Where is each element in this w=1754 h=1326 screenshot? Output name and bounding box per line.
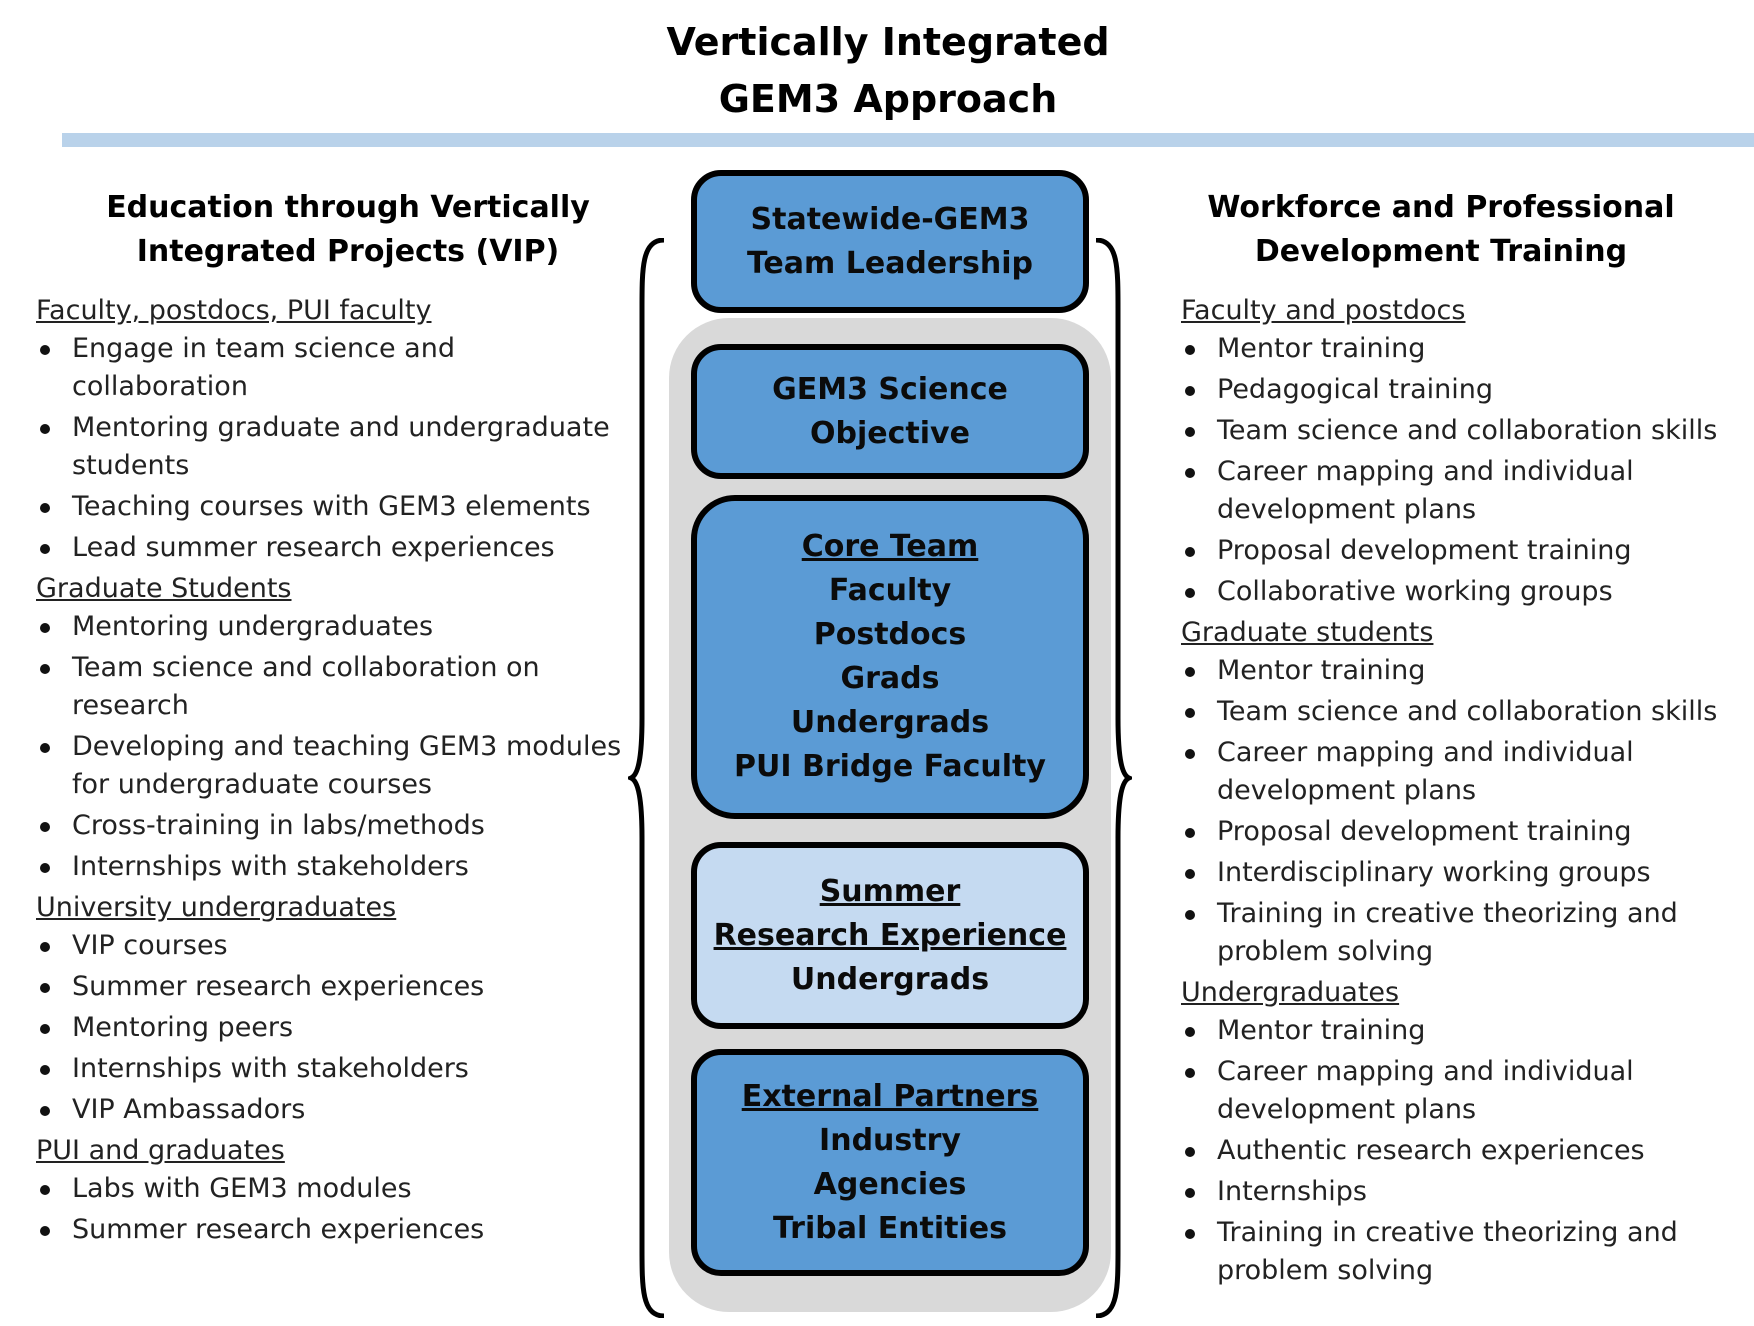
bullet-item: Mentoring undergraduates xyxy=(36,608,636,646)
left-heading-line-1: Education through Vertically xyxy=(106,190,590,225)
box-text: Objective xyxy=(810,415,970,451)
bullet-item: Cross-training in labs/methods xyxy=(36,807,636,845)
bullet-item: VIP courses xyxy=(36,927,636,965)
box-text: Grads xyxy=(840,661,940,696)
box-heading: Summer xyxy=(819,873,961,909)
diagram-title: Vertically Integrated GEM3 Approach xyxy=(0,14,1754,128)
right-column-heading: Workforce and Professional Development T… xyxy=(1181,186,1701,274)
right-group-faculty-postdocs: Faculty and postdocs Mentor training Ped… xyxy=(1181,292,1751,611)
summer-research-box: Summer Research Experience Undergrads xyxy=(691,842,1089,1029)
left-group-university-undergraduates: University undergraduates VIP courses Su… xyxy=(36,889,636,1129)
right-curly-brace xyxy=(1095,238,1132,1318)
right-group-undergraduates: Undergraduates Mentor training Career ma… xyxy=(1181,974,1751,1290)
box-text: Industry xyxy=(819,1122,961,1158)
bullet-item: Internships xyxy=(1181,1173,1751,1211)
group-label: Graduate students xyxy=(1181,617,1434,648)
bullet-item: Engage in team science and collaboration xyxy=(36,330,636,406)
title-line-1: Vertically Integrated xyxy=(666,20,1110,64)
left-column-education: Education through Vertically Integrated … xyxy=(36,186,636,1252)
bullet-item: Career mapping and individual developmen… xyxy=(1181,734,1751,810)
box-text: PUI Bridge Faculty xyxy=(734,749,1046,784)
box-text: Undergrads xyxy=(790,961,990,997)
left-group-graduate-students: Graduate Students Mentoring undergraduat… xyxy=(36,570,636,886)
box-heading: External Partners xyxy=(741,1078,1039,1114)
bullet-item: Career mapping and individual developmen… xyxy=(1181,1053,1751,1129)
left-curly-brace xyxy=(628,238,665,1318)
bullet-item: Mentoring graduate and undergraduate stu… xyxy=(36,409,636,485)
bullet-item: Summer research experiences xyxy=(36,1211,636,1249)
bullet-item: Mentoring peers xyxy=(36,1009,636,1047)
title-line-2: GEM3 Approach xyxy=(718,77,1058,121)
bullet-item: Internships with stakeholders xyxy=(36,848,636,886)
group-label: Graduate Students xyxy=(36,573,292,604)
box-text: Agencies xyxy=(813,1166,967,1202)
bullet-item: Proposal development training xyxy=(1181,813,1751,851)
bullet-item: Team science and collaboration skills xyxy=(1181,693,1751,731)
box-text: Undergrads xyxy=(790,705,990,740)
bullet-item: VIP Ambassadors xyxy=(36,1091,636,1129)
bullet-item: Mentor training xyxy=(1181,330,1751,368)
left-heading-line-2: Integrated Projects (VIP) xyxy=(136,234,560,269)
left-group-faculty: Faculty, postdocs, PUI faculty Engage in… xyxy=(36,292,636,567)
right-heading-line-1: Workforce and Professional xyxy=(1207,190,1675,225)
bullet-item: Career mapping and individual developmen… xyxy=(1181,453,1751,529)
group-label: Faculty and postdocs xyxy=(1181,295,1466,326)
left-group-pui-graduates: PUI and graduates Labs with GEM3 modules… xyxy=(36,1132,636,1249)
bullet-item: Collaborative working groups xyxy=(1181,573,1751,611)
bullet-item: Mentor training xyxy=(1181,1012,1751,1050)
bullet-item: Internships with stakeholders xyxy=(36,1050,636,1088)
box-text: Faculty xyxy=(828,573,952,608)
title-divider xyxy=(62,133,1754,147)
bullet-item: Labs with GEM3 modules xyxy=(36,1170,636,1208)
group-label: PUI and graduates xyxy=(36,1135,285,1166)
right-heading-line-2: Development Training xyxy=(1254,234,1628,269)
box-text: GEM3 Science xyxy=(772,371,1008,407)
bullet-item: Mentor training xyxy=(1181,652,1751,690)
right-column-workforce: Workforce and Professional Development T… xyxy=(1181,186,1751,1293)
bullet-item: Developing and teaching GEM3 modules for… xyxy=(36,728,636,804)
bullet-item: Training in creative theorizing and prob… xyxy=(1181,1214,1751,1290)
group-label: University undergraduates xyxy=(36,892,397,923)
bullet-item: Training in creative theorizing and prob… xyxy=(1181,895,1751,971)
box-heading: Research Experience xyxy=(713,917,1067,953)
left-column-heading: Education through Vertically Integrated … xyxy=(36,186,636,274)
bullet-item: Team science and collaboration on resear… xyxy=(36,649,636,725)
bullet-item: Summer research experiences xyxy=(36,968,636,1006)
core-team-box: Core Team Faculty Postdocs Grads Undergr… xyxy=(691,495,1089,819)
group-label: Faculty, postdocs, PUI faculty xyxy=(36,295,432,326)
box-text: Team Leadership xyxy=(746,245,1034,281)
leadership-box: Statewide-GEM3 Team Leadership xyxy=(691,170,1089,313)
group-label: Undergraduates xyxy=(1181,977,1400,1008)
bullet-item: Pedagogical training xyxy=(1181,371,1751,409)
bullet-item: Proposal development training xyxy=(1181,532,1751,570)
box-text: Postdocs xyxy=(813,617,967,652)
bullet-item: Interdisciplinary working groups xyxy=(1181,854,1751,892)
bullet-item: Authentic research experiences xyxy=(1181,1132,1751,1170)
box-text: Tribal Entities xyxy=(773,1210,1007,1246)
right-group-graduate-students: Graduate students Mentor training Team s… xyxy=(1181,614,1751,971)
science-objective-box: GEM3 Science Objective xyxy=(691,344,1089,479)
external-partners-box: External Partners Industry Agencies Trib… xyxy=(691,1049,1089,1276)
box-text: Statewide-GEM3 xyxy=(750,201,1030,237)
box-heading: Core Team xyxy=(801,529,979,564)
bullet-item: Lead summer research experiences xyxy=(36,529,636,567)
bullet-item: Team science and collaboration skills xyxy=(1181,412,1751,450)
bullet-item: Teaching courses with GEM3 elements xyxy=(36,488,636,526)
